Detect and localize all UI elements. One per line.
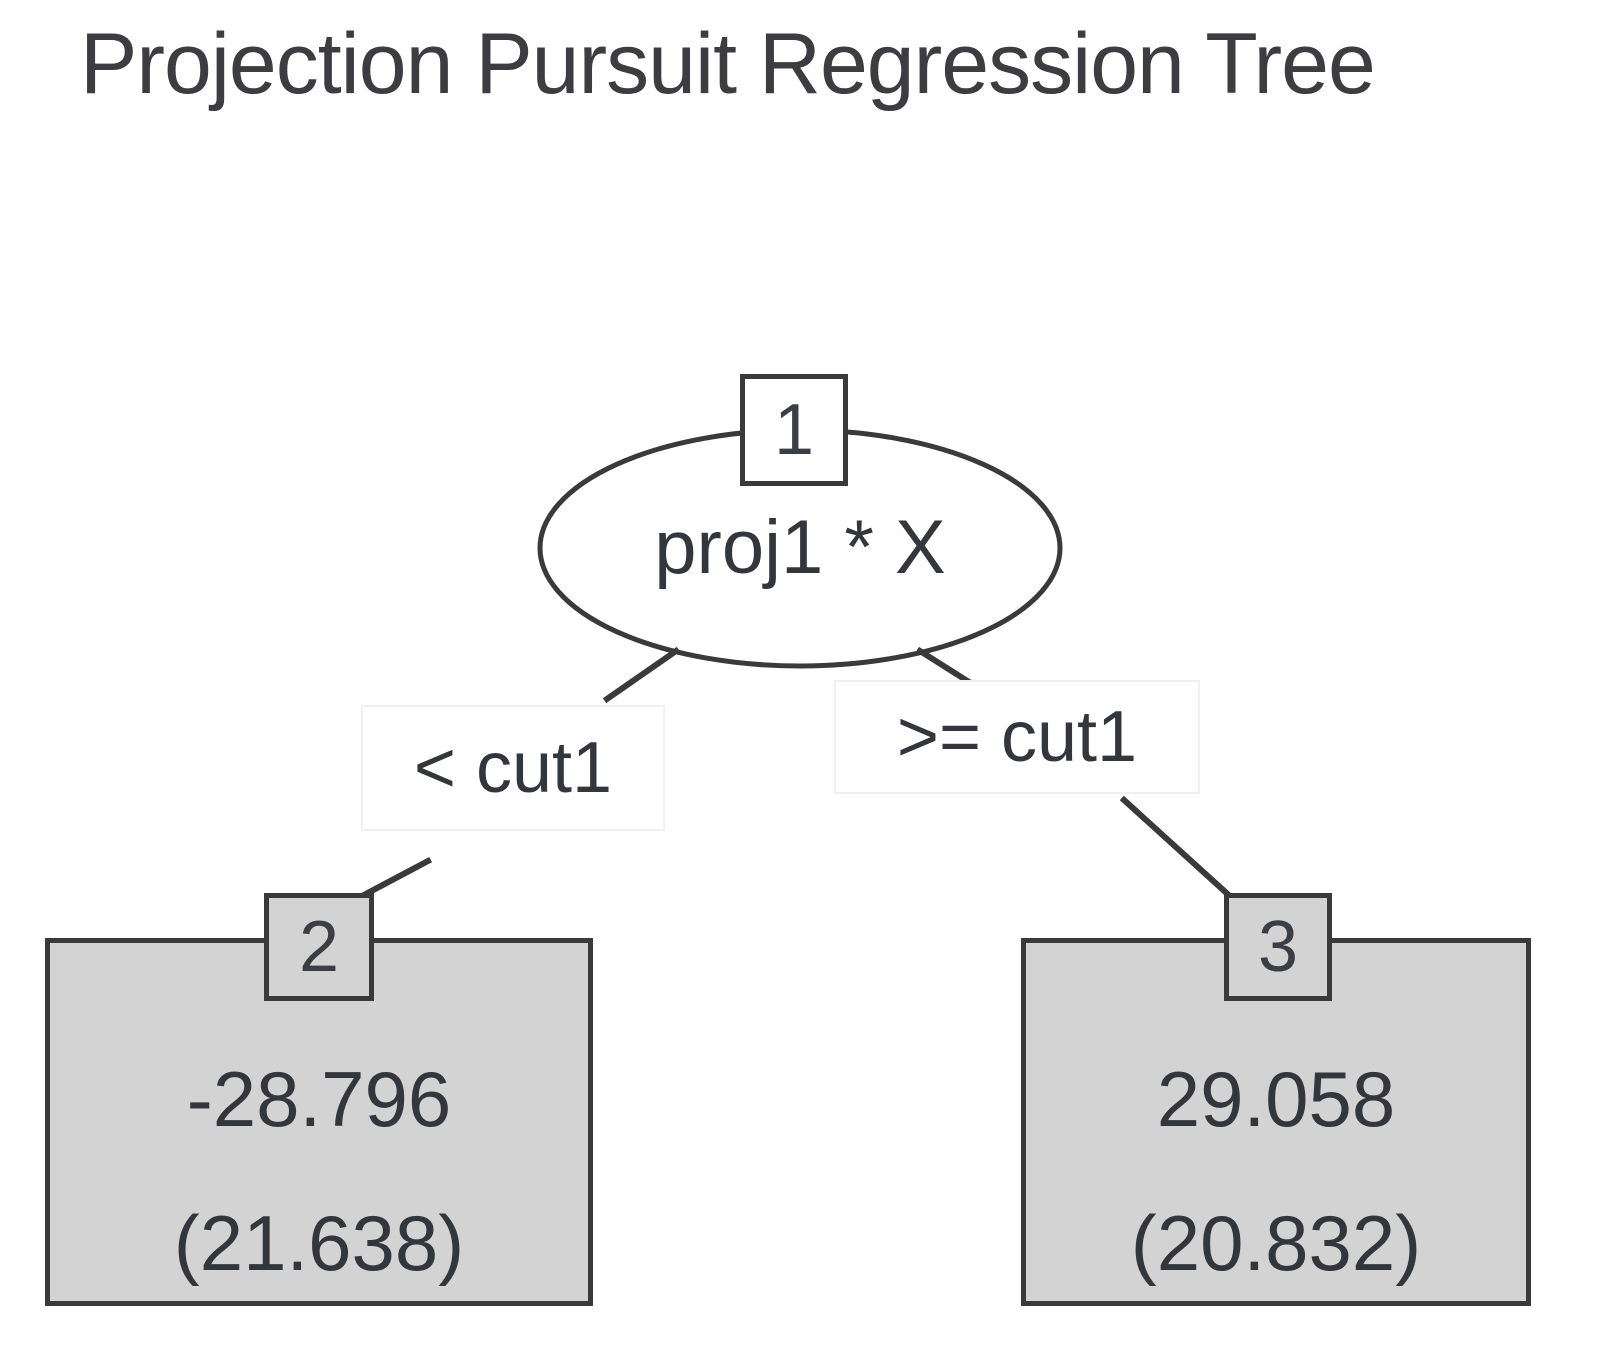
node-index-2[interactable]: 2 <box>264 893 374 1001</box>
edge-label-greater-equal-cut1: >= cut1 <box>834 680 1200 794</box>
node-index-1[interactable]: 1 <box>740 374 848 486</box>
edge-line-root-to-left-label <box>602 646 681 704</box>
leaf-3-deviation: (20.832) <box>1130 1199 1422 1287</box>
leaf-2-value: -28.796 <box>186 1055 452 1143</box>
leaf-3-value: 29.058 <box>1156 1055 1396 1143</box>
page-title: Projection Pursuit Regression Tree <box>80 16 1376 112</box>
node-index-3[interactable]: 3 <box>1224 893 1332 1001</box>
leaf-2-deviation: (21.638) <box>173 1199 465 1287</box>
edge-line-right-label-to-leaf <box>1119 795 1237 903</box>
edge-label-less-than-cut1: < cut1 <box>361 705 665 831</box>
edge-line-left-label-to-leaf <box>357 856 433 901</box>
root-node-expression: proj1 * X <box>654 505 946 590</box>
leaf-node-3[interactable]: 29.058 (20.832) <box>1021 938 1531 1306</box>
